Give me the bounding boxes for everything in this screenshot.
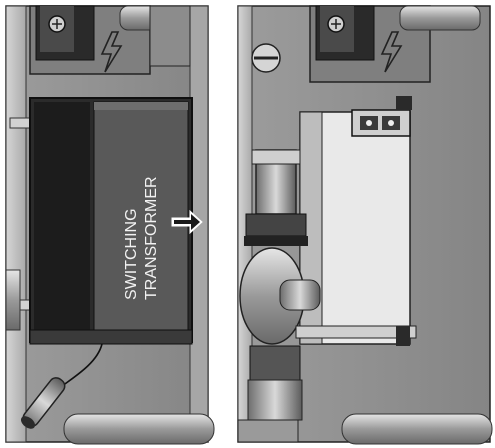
transformer-label-line2: TRANSFORMER [143, 176, 160, 300]
lower-bracket [295, 325, 417, 339]
sensor-probe [20, 377, 66, 429]
right-panel [237, 5, 493, 445]
left-rail [5, 5, 27, 443]
arrow-right-icon [171, 209, 203, 235]
transformer-label-line1: SWITCHING [123, 208, 140, 300]
high-voltage-icon [380, 31, 403, 73]
bottom-pipe [63, 413, 215, 445]
top-bracket [309, 5, 481, 83]
mount-tab [9, 117, 33, 129]
left-pipe [5, 269, 21, 331]
valve-assembly [237, 149, 321, 443]
bottom-pipe [341, 413, 493, 445]
top-bracket [29, 5, 191, 75]
connector [351, 96, 412, 137]
high-voltage-icon [100, 31, 123, 73]
wire [61, 343, 103, 387]
switching-transformer: SWITCHING TRANSFORMER [29, 97, 193, 345]
